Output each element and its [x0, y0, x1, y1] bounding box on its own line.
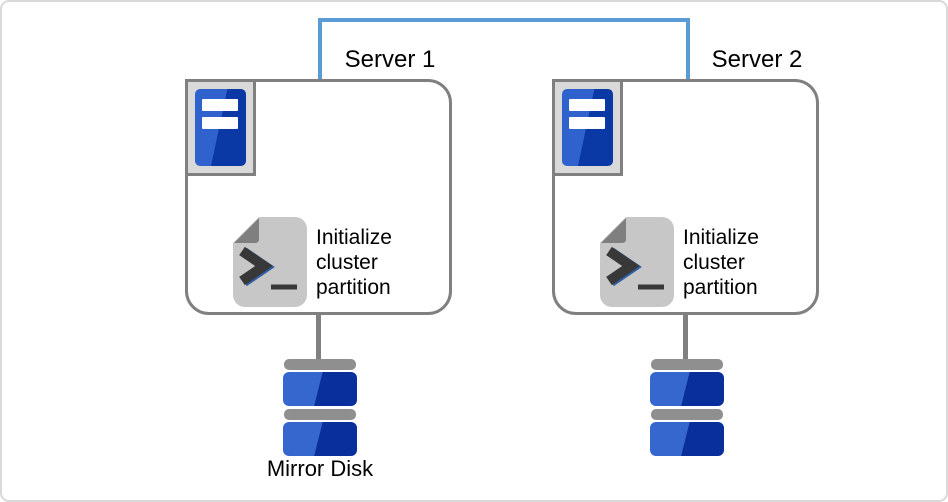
server-icon-slot — [202, 117, 238, 129]
task-label: Initialize cluster partition — [316, 225, 392, 299]
mirror-disk-icon — [283, 359, 357, 459]
mirror-disk-icon — [650, 359, 724, 459]
disk-platter — [283, 422, 357, 456]
server-2-disk-connector — [683, 315, 688, 361]
server-host-icon — [195, 89, 246, 166]
server-1-label: Server 1 — [344, 46, 436, 73]
server-1-host-frame — [185, 79, 256, 176]
disk-platter — [650, 422, 724, 456]
script-terminal-icon — [233, 217, 307, 307]
server-host-icon — [562, 89, 613, 166]
script-terminal-icon — [600, 217, 674, 307]
disk-platter — [283, 372, 357, 406]
disk-bar — [284, 409, 356, 420]
task-label: Initialize cluster partition — [683, 225, 759, 299]
mirror-disk-label: Mirror Disk — [266, 456, 374, 481]
server-icon-slot — [202, 99, 238, 111]
disk-bar — [284, 359, 356, 370]
heartbeat-link-left-drop — [318, 18, 322, 79]
server-icon-slot — [569, 117, 605, 129]
server-2-label: Server 2 — [711, 46, 803, 73]
server-1-disk-connector — [316, 315, 321, 361]
heartbeat-link-right-drop — [686, 18, 690, 79]
disk-bar — [651, 409, 723, 420]
server-icon-slot — [569, 99, 605, 111]
disk-bar — [651, 359, 723, 370]
server-1-task: Initialize cluster partition — [233, 217, 416, 307]
server-2-task: Initialize cluster partition — [600, 217, 783, 307]
heartbeat-link-horizontal — [318, 18, 690, 22]
disk-platter — [650, 372, 724, 406]
server-2-host-frame — [552, 79, 623, 176]
